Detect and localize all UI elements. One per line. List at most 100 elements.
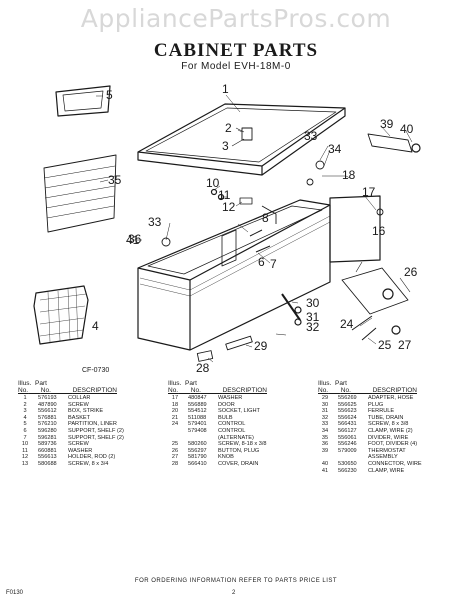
part-description: SCREW, 8 x 3/8 <box>368 421 409 428</box>
part-description: WASHER <box>68 447 93 454</box>
illus-number: 36 <box>321 441 329 448</box>
part-description: (ALTERNATE) <box>218 434 254 441</box>
part-description: CONTROL <box>218 427 246 434</box>
part-description: SCREW <box>68 441 89 448</box>
table-row: 10 589736 SCREW <box>12 441 162 448</box>
illus-number: 27 <box>171 454 179 461</box>
col3-header: Illus. Part No. No. DESCRIPTION <box>318 380 417 394</box>
callout-1: 1 <box>222 82 229 96</box>
illus-number <box>162 428 188 435</box>
callout-11: 11 <box>218 188 231 202</box>
illus-number: 18 <box>171 401 179 408</box>
table-row: 21 511088 BULB <box>162 415 312 422</box>
callout-4: 4 <box>92 319 99 333</box>
document-code: F0130 <box>6 590 24 596</box>
part-number: 580688 <box>38 460 57 467</box>
part-number: 556612 <box>38 408 57 415</box>
latch-part <box>241 127 253 141</box>
watermark: AppliancePartsPros.com <box>80 4 392 33</box>
part-description: BULB <box>218 414 233 421</box>
illus-number: 5 <box>23 421 27 428</box>
part-number: 576193 <box>38 395 57 401</box>
callout-33a: 33 <box>304 129 318 143</box>
part-description: DOOR <box>218 401 235 408</box>
part-number: 530650 <box>338 460 357 467</box>
illus-number: 24 <box>171 421 179 428</box>
part-description: BOX, STRIKE <box>68 408 104 415</box>
part-description: KNOB <box>218 454 234 461</box>
callout-31: 31 <box>306 310 320 324</box>
illus-number: 10 <box>21 441 29 448</box>
part-description: HOLDER, ROD (2) <box>68 454 116 461</box>
illus-number: 2 <box>23 401 27 408</box>
callout-8: 8 <box>262 211 269 225</box>
part-number: 576881 <box>38 414 57 421</box>
part-description: DIVIDER, WIRE <box>368 434 409 441</box>
part-description: BASKET <box>68 414 91 421</box>
part-number: 589736 <box>38 441 57 448</box>
part-number: 487890 <box>38 401 57 408</box>
part-description: CLAMP, WIRE (2) <box>368 427 413 434</box>
illus-number: 12 <box>21 454 29 461</box>
callout-6: 6 <box>258 255 265 269</box>
part-number: 511088 <box>188 414 207 421</box>
table-row: 12 556613 HOLDER, ROD (2) <box>12 454 162 461</box>
col1-header: Illus. Part No. No. DESCRIPTION <box>18 380 117 394</box>
illus-number: 20 <box>171 408 179 415</box>
part-number: 566127 <box>338 427 357 434</box>
callout-29: 29 <box>254 339 268 353</box>
model-subtitle: For Model EVH-18M-0 <box>181 61 291 72</box>
illus-number: 39 <box>321 447 329 454</box>
callout-40: 40 <box>400 122 414 136</box>
part-description: CONTROL <box>218 421 246 428</box>
table-row: ASSEMBLY <box>312 454 462 461</box>
illus-number <box>162 435 188 442</box>
part-description: SCREW, 8-18 x 3/8 <box>218 441 267 448</box>
part-number <box>338 454 368 461</box>
door-part <box>329 195 381 263</box>
illus-number <box>312 454 338 461</box>
illus-number: 33 <box>321 421 329 428</box>
part-description: ADAPTER, HOSE <box>368 395 414 401</box>
part-description: BUTTON, PLUG <box>218 447 260 454</box>
callout-2: 2 <box>225 121 232 135</box>
part-number <box>188 435 218 442</box>
illus-number: 32 <box>321 414 329 421</box>
thermostat-part <box>367 133 413 153</box>
callout-3: 3 <box>222 139 229 153</box>
callout-5: 5 <box>106 88 113 102</box>
part-description: CONNECTOR, WIRE <box>368 460 422 467</box>
col2-header: Illus. Part No. No. DESCRIPTION <box>168 380 267 394</box>
part-number: 556297 <box>188 447 207 454</box>
callout-28: 28 <box>196 361 210 375</box>
ordering-footer: FOR ORDERING INFORMATION REFER TO PARTS … <box>134 578 338 584</box>
part-description: COLLAR <box>68 395 91 401</box>
illus-number: 21 <box>171 414 179 421</box>
callout-17: 17 <box>362 185 376 199</box>
part-number: 556625 <box>338 401 357 408</box>
part-description: THERMOSTAT <box>368 447 406 454</box>
callout-39: 39 <box>380 117 394 131</box>
part-number: 556613 <box>38 454 57 461</box>
